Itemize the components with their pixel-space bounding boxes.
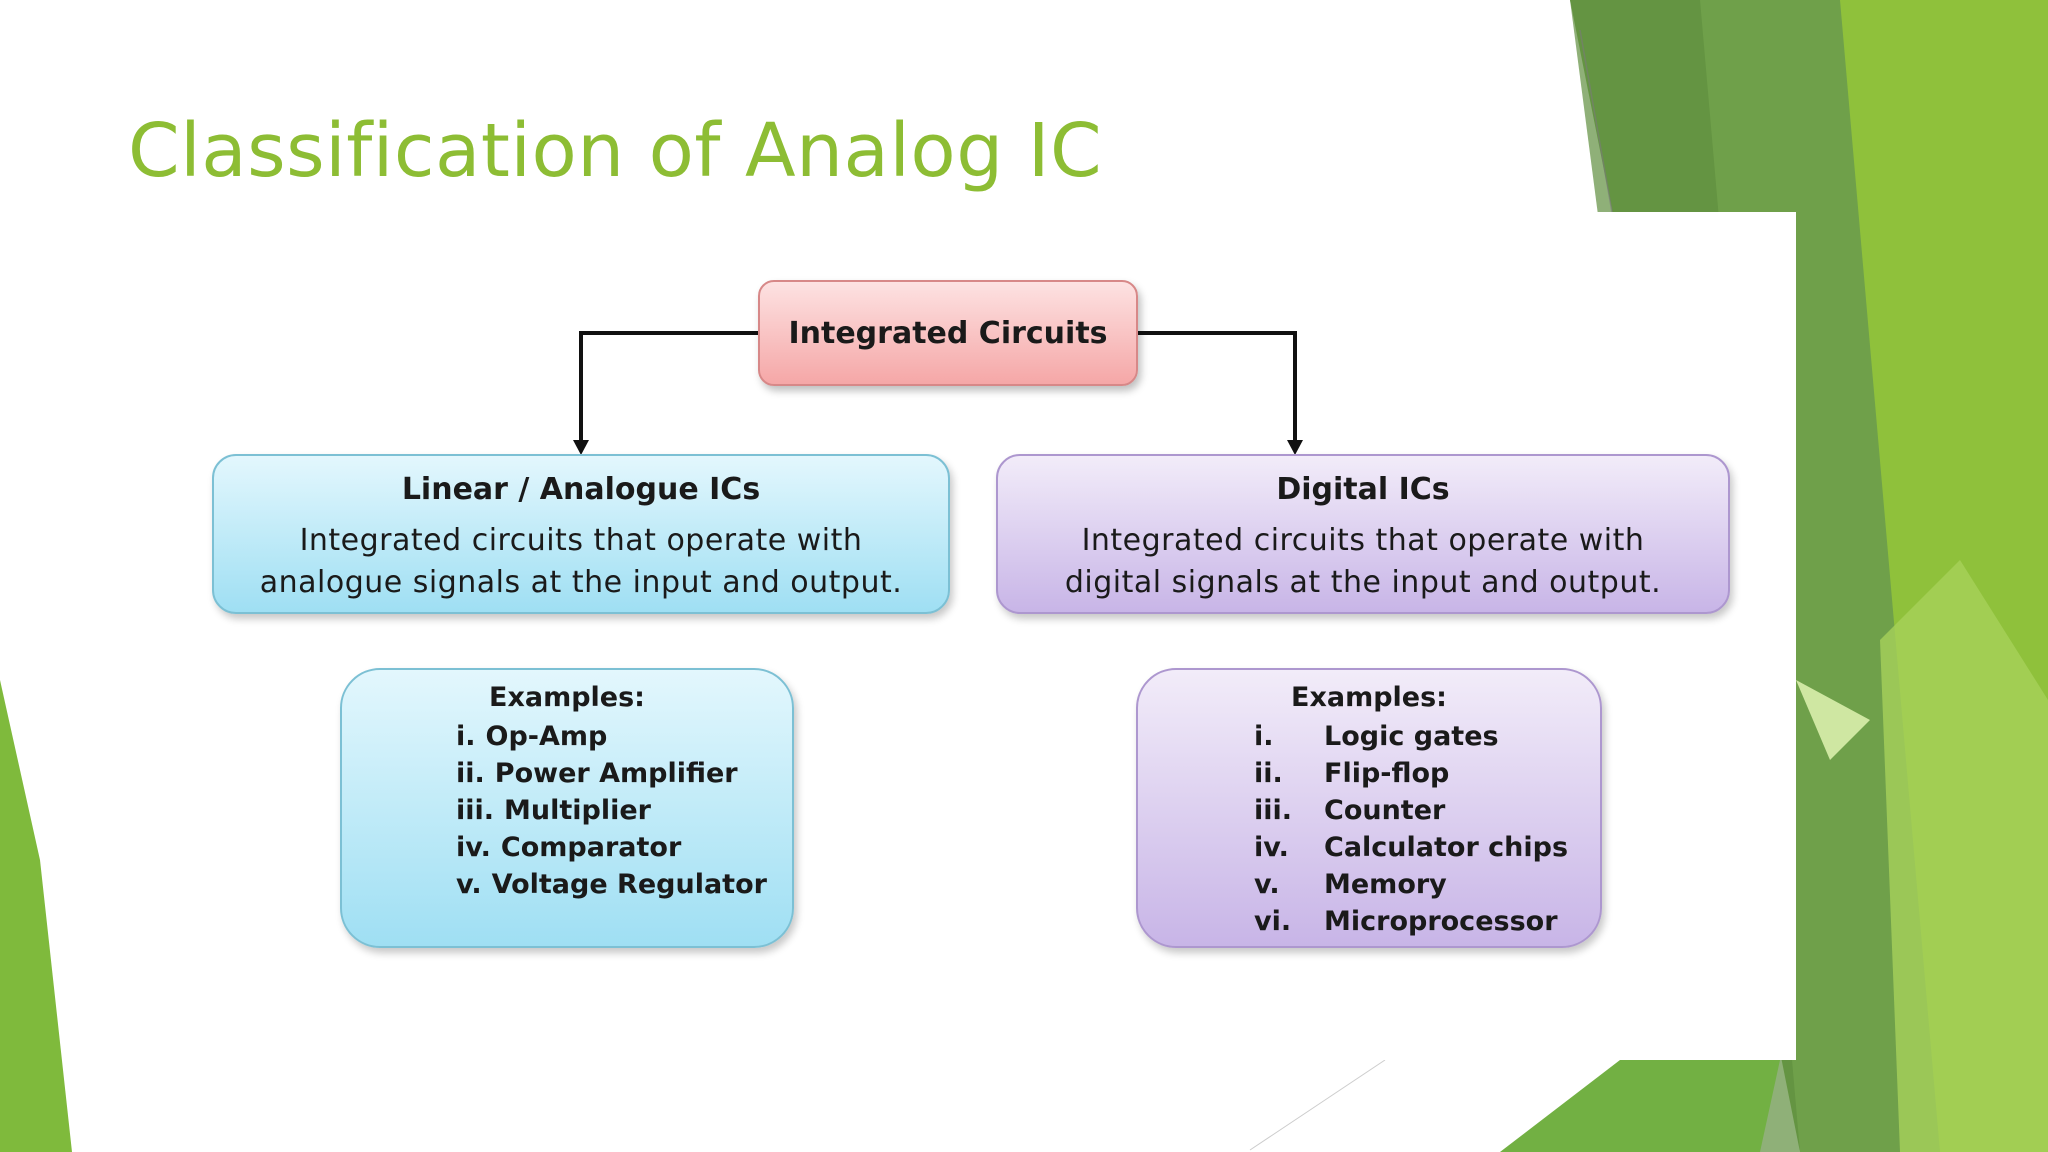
item-number: iii. xyxy=(456,795,495,826)
item-number: i. xyxy=(1254,721,1274,752)
category-title: Digital ICs xyxy=(1276,472,1450,507)
list-item: iii. Counter xyxy=(1254,792,1600,829)
category-node-linear: Linear / Analogue ICs Integrated circuit… xyxy=(212,454,950,614)
item-text: Microprocessor xyxy=(1324,906,1558,937)
description-line: digital signals at the input and output. xyxy=(1064,565,1662,600)
list-item: iv. Calculator chips xyxy=(1254,829,1600,866)
description-line: Integrated circuits that operate with xyxy=(299,523,863,558)
category-title: Linear / Analogue ICs xyxy=(401,472,761,507)
item-number: vi. xyxy=(1254,906,1292,937)
item-number: iv. xyxy=(456,832,491,863)
item-text: Voltage Regulator xyxy=(491,869,767,900)
category-description: Integrated circuits that operate with di… xyxy=(998,520,1728,604)
examples-title: Examples: xyxy=(489,682,645,713)
item-number: ii. xyxy=(456,758,485,789)
examples-node-linear: Examples: i. Op-Amp ii. Power Amplifier ii… xyxy=(340,668,794,948)
item-number: ii. xyxy=(1254,758,1283,789)
list-item: ii. Power Amplifier xyxy=(456,755,792,792)
description-line: Integrated circuits that operate with xyxy=(1081,523,1645,558)
item-text: Op-Amp xyxy=(485,721,608,752)
slide-title: Classification of Analog IC xyxy=(128,108,1103,194)
item-text: Counter xyxy=(1324,795,1446,826)
category-node-digital: Digital ICs Integrated circuits that ope… xyxy=(996,454,1730,614)
item-number: i. xyxy=(456,721,476,752)
category-description: Integrated circuits that operate with an… xyxy=(214,520,948,604)
item-number: v. xyxy=(456,869,482,900)
examples-list: i. Logic gates ii. Flip-flop iii. Counter i… xyxy=(1138,718,1600,940)
item-text: Logic gates xyxy=(1324,721,1499,752)
list-item: ii. Flip-flop xyxy=(1254,755,1600,792)
item-text: Comparator xyxy=(500,832,682,863)
list-item: i. Logic gates xyxy=(1254,718,1600,755)
list-item: i. Op-Amp xyxy=(456,718,792,755)
list-item: iv. Comparator xyxy=(456,829,792,866)
item-number: iii. xyxy=(1254,795,1293,826)
list-item: v. Voltage Regulator xyxy=(456,866,792,903)
examples-list: i. Op-Amp ii. Power Amplifier iii. Multipli… xyxy=(342,718,792,903)
item-text: Flip-flop xyxy=(1324,758,1450,789)
examples-node-digital: Examples: i. Logic gates ii. Flip-flop iii… xyxy=(1136,668,1602,948)
list-item: v. Memory xyxy=(1254,866,1600,903)
item-text: Memory xyxy=(1324,869,1447,900)
root-node-integrated-circuits: Integrated Circuits xyxy=(758,280,1138,386)
list-item: vi. Microprocessor xyxy=(1254,903,1600,940)
list-item: iii. Multiplier xyxy=(456,792,792,829)
description-line: analogue signals at the input and output… xyxy=(259,565,903,600)
examples-title: Examples: xyxy=(1291,682,1447,713)
item-text: Multiplier xyxy=(504,795,652,826)
item-text: Calculator chips xyxy=(1324,832,1569,863)
item-number: iv. xyxy=(1254,832,1289,863)
item-number: v. xyxy=(1254,869,1280,900)
item-text: Power Amplifier xyxy=(494,758,738,789)
